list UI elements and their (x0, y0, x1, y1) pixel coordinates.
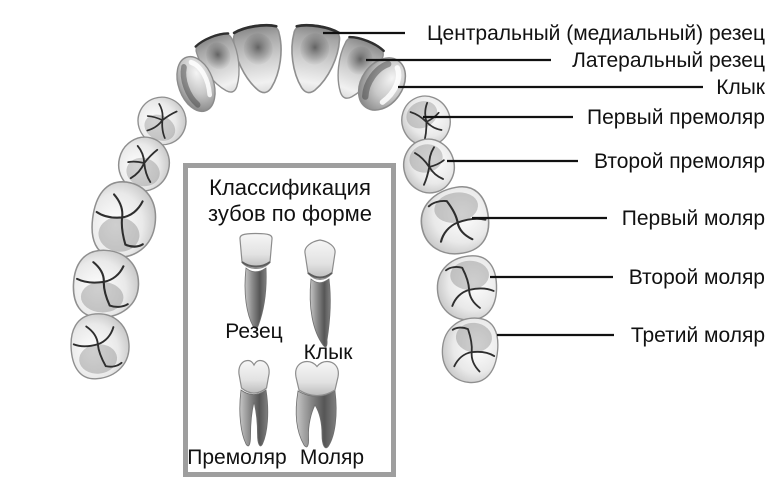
callout-label-central-incisor: Центральный (медиальный) резец (427, 22, 765, 45)
tooth-left-third-molar (67, 310, 133, 382)
premolar-label: Премоляр (187, 446, 286, 469)
tooth-left-central-incisor (230, 20, 290, 98)
callout-labels: Центральный (медиальный) резец Латеральн… (427, 22, 766, 347)
tooth-left-second-molar (71, 248, 141, 320)
tooth-right-third-molar (438, 314, 502, 386)
callout-label-second-molar: Второй моляр (629, 266, 765, 289)
classification-box-labels: Резец Клык Премоляр Моляр (187, 320, 364, 469)
tooth-right-second-molar (435, 254, 499, 322)
classification-box-border (183, 163, 396, 477)
callout-label-first-molar: Первый моляр (622, 207, 765, 230)
classification-box: Классификация зубов по форме Резец Клык … (183, 163, 396, 477)
incisor-label: Резец (225, 320, 282, 343)
callout-label-third-molar: Третий моляр (631, 324, 765, 347)
callout-label-lateral-incisor: Латеральный резец (572, 49, 765, 72)
callout-label-second-premolar: Второй премоляр (594, 150, 765, 173)
tooth-right-first-molar (415, 181, 495, 261)
classification-box-title: Классификация зубов по форме (208, 175, 372, 226)
molar-label: Моляр (300, 446, 364, 469)
callout-label-first-premolar: Первый премоляр (587, 106, 765, 129)
canine-label: Клык (304, 341, 354, 364)
callout-lines (323, 31, 703, 337)
classification-title-line2: зубов по форме (208, 201, 372, 226)
callout-label-canine: Клык (716, 76, 766, 99)
classification-title-line1: Классификация (209, 175, 371, 200)
